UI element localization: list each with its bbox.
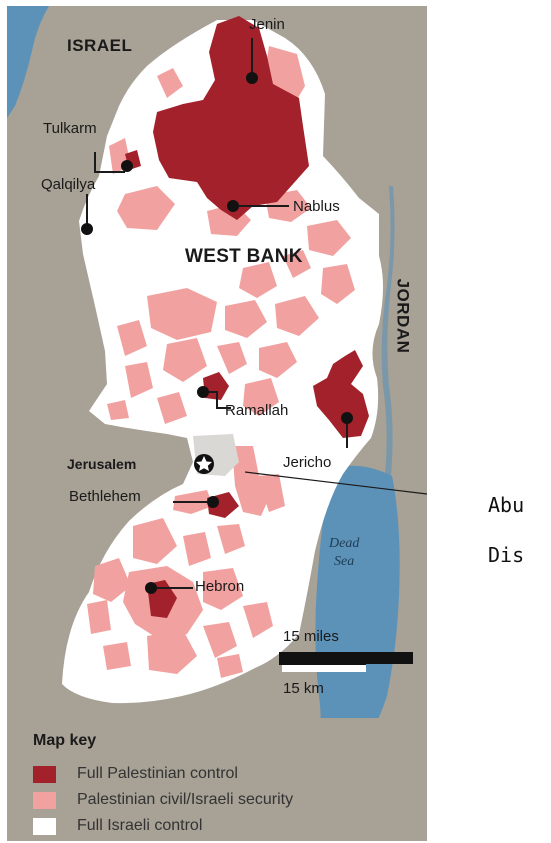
map-frame: ISRAEL JORDAN WEST BANK Dead Sea Jenin T… <box>7 6 427 841</box>
jordan-river <box>381 186 395 476</box>
annotation-abu-dis-line2: Dis <box>488 543 525 567</box>
city-label-ramallah: Ramallah <box>225 402 289 419</box>
city-label-tulkarm: Tulkarm <box>43 120 97 137</box>
area-a-patches <box>125 16 369 618</box>
city-label-jericho: Jericho <box>283 454 332 471</box>
area-b-patches <box>87 46 355 678</box>
key-label-full-israeli: Full Israeli control <box>77 817 203 834</box>
key-swatch-full-israeli <box>33 818 56 835</box>
city-label-hebron: Hebron <box>195 578 245 595</box>
city-label-jerusalem: Jerusalem <box>67 456 137 472</box>
key-label-civil-security: Palestinian civil/Israeli security <box>77 791 294 808</box>
key-swatch-full-palestinian <box>33 766 56 783</box>
annotation-abu-dis-line1: Abu <box>488 493 525 517</box>
scale-label-miles: 15 miles <box>283 628 339 645</box>
city-label-nablus: Nablus <box>293 198 340 215</box>
label-dead-sea-line2: Sea <box>334 554 355 569</box>
city-label-bethlehem: Bethlehem <box>69 488 141 505</box>
map-canvas <box>7 6 427 841</box>
key-swatch-civil-security <box>33 792 56 809</box>
label-west-bank: WEST BANK <box>185 246 303 267</box>
scale-bar-miles <box>279 652 413 664</box>
scale-label-km: 15 km <box>283 680 324 697</box>
city-label-qalqilya: Qalqilya <box>41 176 96 193</box>
abu-dis-leader-line <box>244 471 427 495</box>
city-label-jenin: Jenin <box>249 16 285 33</box>
label-jordan: JORDAN <box>393 278 413 354</box>
mediterranean-sea <box>7 6 49 118</box>
label-dead-sea-line1: Dead <box>329 536 360 551</box>
city-dots <box>81 72 353 594</box>
label-israel: ISRAEL <box>67 36 133 55</box>
scale-bar-km <box>282 664 366 672</box>
leader-lines <box>86 38 348 589</box>
key-label-full-palestinian: Full Palestinian control <box>77 765 238 782</box>
map-key-title: Map key <box>33 732 97 749</box>
map-key-background <box>7 718 427 841</box>
